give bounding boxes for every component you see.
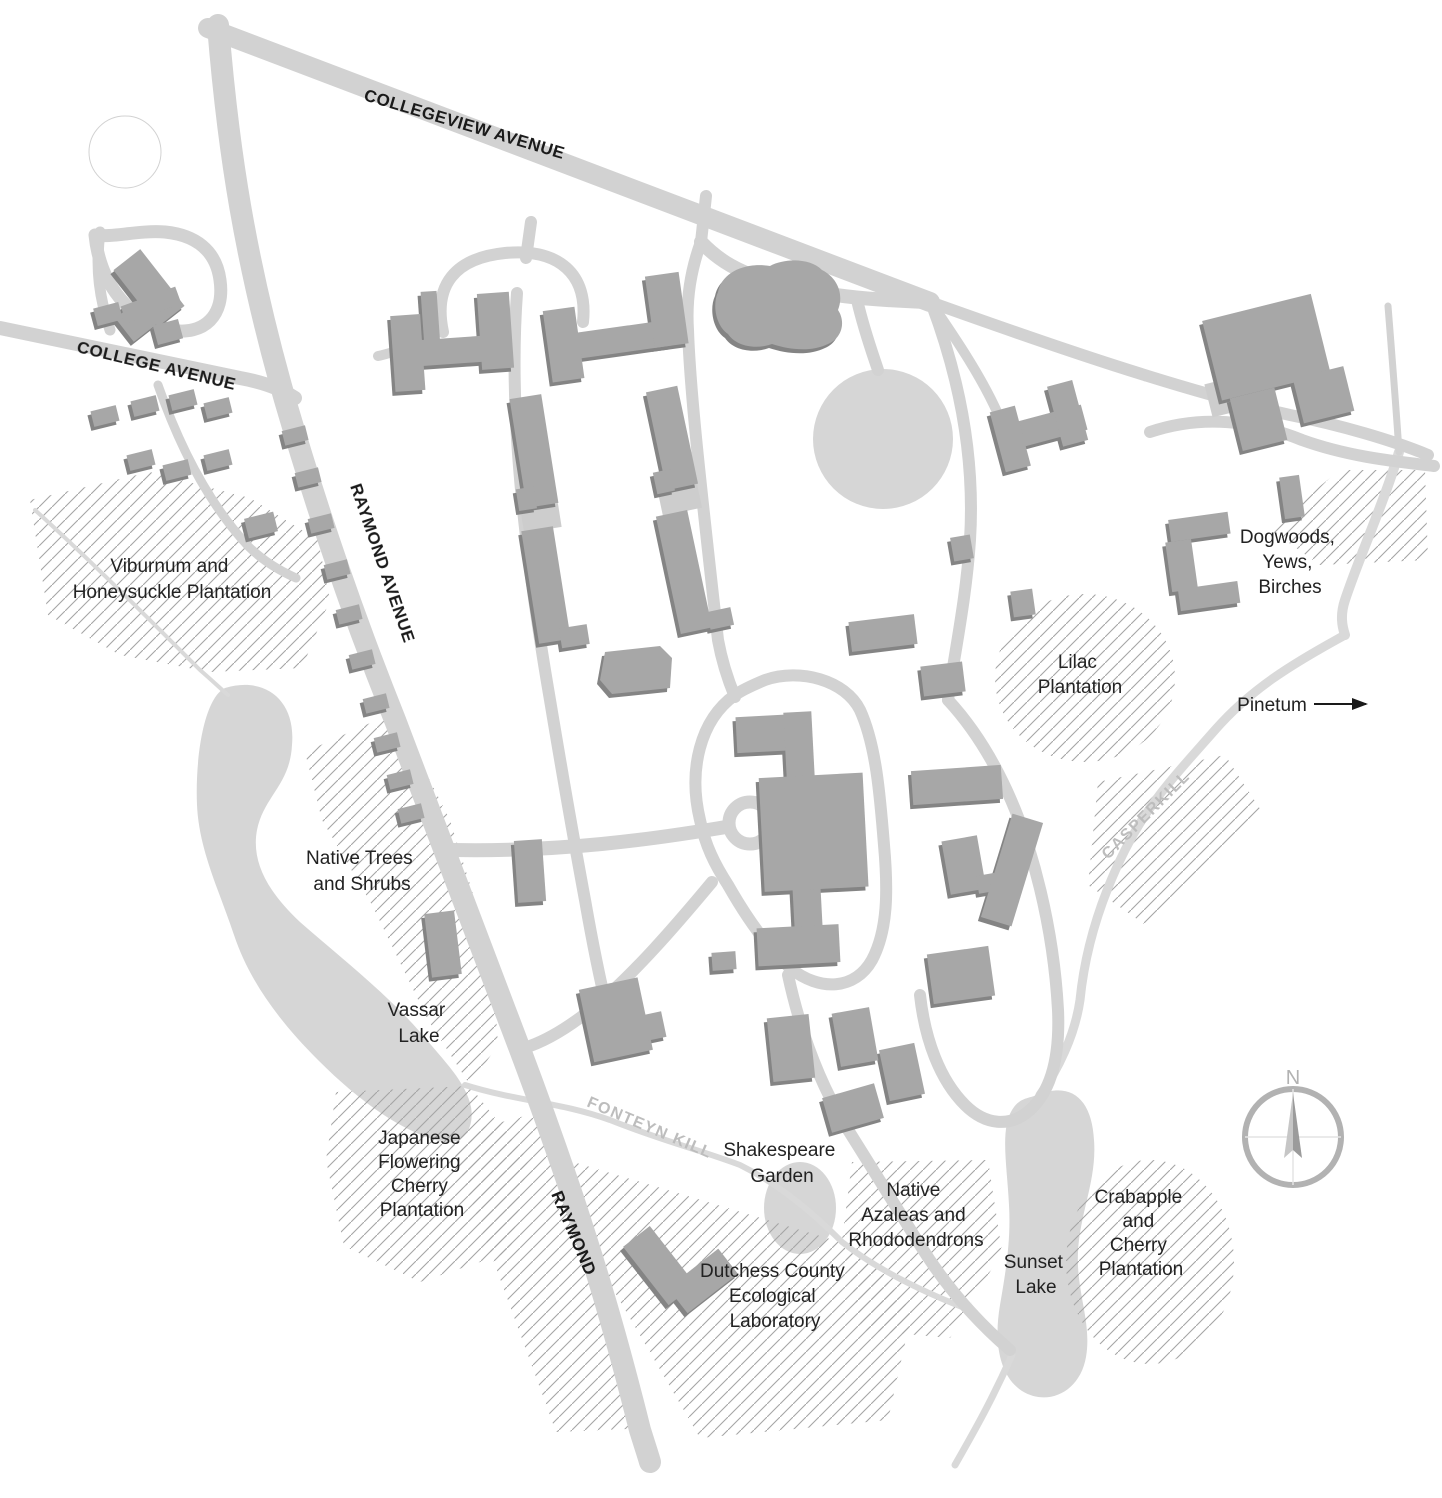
- roads: [0, 14, 1440, 1473]
- fonteyn-kill-stream: [462, 1082, 978, 1315]
- circle-lawn: [813, 369, 953, 509]
- sunset-lake-label: Sunset Lake: [1004, 1252, 1068, 1298]
- crabapple-area: [1066, 1160, 1234, 1364]
- dorm-path-east: [926, 299, 977, 706]
- far-east-road: [1144, 415, 1440, 472]
- east-loop: [914, 694, 1065, 1128]
- buildings: [90, 249, 1355, 1314]
- dorm-horseshoe: [434, 246, 590, 338]
- casperkill-area: [1088, 755, 1262, 928]
- nw-loop-head: [88, 115, 162, 189]
- college-lane: [153, 380, 301, 583]
- compass-needle: [1284, 1093, 1293, 1158]
- streams: [33, 447, 1404, 1469]
- viburnum-label: Viburnum and Honeysuckle Plantation: [73, 556, 272, 603]
- shakespeare-garden-label: Shakespeare Garden: [723, 1140, 840, 1187]
- native-trees-label: Native Trees and Shrubs: [306, 848, 418, 895]
- collegeview-avenue-road: [198, 18, 940, 312]
- native-trees-area: [305, 712, 498, 1085]
- compass-north-label: N: [1286, 1067, 1300, 1089]
- raymond-avenue-road: [207, 14, 661, 1473]
- north-stub-2: [695, 190, 712, 248]
- lilac-label: Lilac Plantation: [1038, 652, 1123, 698]
- crabapple-label: Crabapple and Cherry Plantation: [1095, 1187, 1188, 1280]
- casperkill-stream: [1035, 630, 1350, 1100]
- dutchess-lab-label: Dutchess County Ecological Laboratory: [700, 1261, 850, 1332]
- compass-rose: N: [1242, 1067, 1344, 1188]
- sunset-lake-shape: [997, 1090, 1095, 1398]
- far-east-spur: [1384, 302, 1403, 456]
- ne-path: [927, 299, 1003, 419]
- main-loop: [689, 669, 893, 991]
- chapel-path: [681, 236, 741, 703]
- vassar-lake-shape: [196, 684, 472, 1143]
- dogwoods-label: Dogwoods, Yews, Birches: [1240, 527, 1340, 598]
- lilac-area: [995, 594, 1175, 762]
- raymond-west-area: [448, 1112, 650, 1432]
- college-avenue-road: [0, 321, 302, 405]
- vassar-lake-label: Vassar Lake: [387, 1000, 450, 1047]
- japanese-cherry-label: Japanese Flowering Cherry Plantation: [378, 1128, 466, 1221]
- casperkill-upper: [1337, 447, 1404, 640]
- sunset-outflow: [951, 1351, 1016, 1469]
- pinetum-label: Pinetum: [1237, 695, 1307, 716]
- west-connector: [445, 819, 739, 858]
- collegeview-avenue-label: COLLEGEVIEW AVENUE: [362, 86, 567, 163]
- circle-stub: [851, 294, 884, 376]
- fonteyn-kill-label: FONTEYN KILL: [584, 1094, 714, 1162]
- nw-brook: [33, 508, 230, 697]
- azaleas-label: Native Azaleas and Rhododendrons: [848, 1180, 983, 1251]
